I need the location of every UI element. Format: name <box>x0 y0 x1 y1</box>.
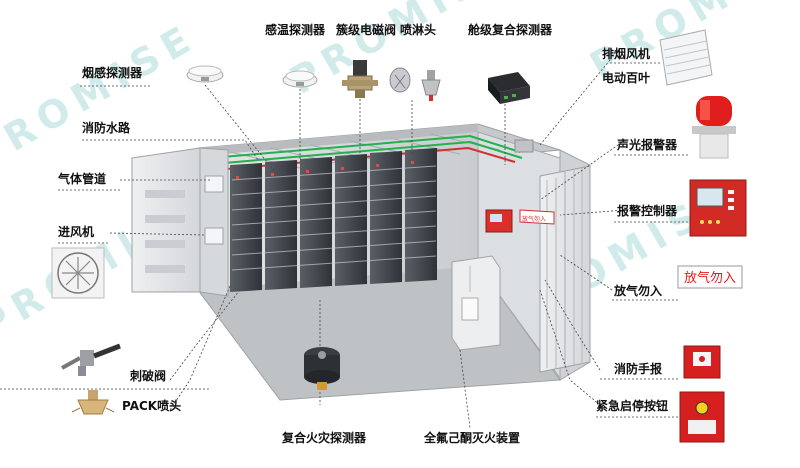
label-underlines <box>0 62 690 418</box>
temp-detector-icon <box>282 70 318 88</box>
fk5112-cabinet <box>451 255 501 351</box>
left-wall <box>199 147 229 297</box>
label-smoke-detector: 烟感探测器 <box>82 65 143 80</box>
alarm-light-icon <box>692 96 736 159</box>
label-cabin-detector: 舱级复合探测器 <box>468 22 553 37</box>
battery-racks <box>230 148 437 292</box>
label-exhaust-fan: 排烟风机 <box>602 46 650 61</box>
inner-alarm-controller <box>485 209 513 233</box>
pack-nozzle-icon <box>71 390 115 415</box>
label-pierce-valve: 刺破阀 <box>129 368 166 383</box>
manual-alarm-icon <box>683 345 721 379</box>
label-gas-release: 放气勿入 <box>613 283 662 298</box>
label-pack-nozzle: PACK喷头 <box>122 398 181 413</box>
gas-release-sign-text: 放气勿入 <box>684 270 736 286</box>
label-gas-pipe: 气体管道 <box>57 171 106 186</box>
label-intake-fan: 进风机 <box>58 224 94 239</box>
label-composite-detector: 复合火灾探测器 <box>281 430 367 445</box>
smoke-detector-icon <box>186 65 224 83</box>
left-door <box>131 147 201 293</box>
label-manual-alarm: 消防手报 <box>614 361 662 376</box>
container-exhaust <box>514 139 534 153</box>
label-sprinkler: 喷淋头 <box>400 22 436 37</box>
label-emergency-button: 紧急启停按钮 <box>596 398 668 413</box>
intake-fan-icon <box>51 247 105 299</box>
leader-lines <box>55 59 626 429</box>
composite-detector-icon <box>304 347 340 390</box>
solenoid-valve-icon <box>342 60 378 98</box>
label-fk5112-device: 全氟己酮灭火装置 <box>423 430 520 445</box>
label-alarm: 声光报警器 <box>616 137 678 152</box>
inner-sign-text: 放气勿入 <box>522 215 546 223</box>
exhaust-fan-icon <box>659 29 713 86</box>
label-temp-detector: 感温探测器 <box>265 22 326 37</box>
label-electric-louver: 电动百叶 <box>602 70 650 85</box>
label-alarm-controller: 报警控制器 <box>617 203 678 218</box>
emergency-stop-icon <box>679 391 725 443</box>
pierce-valve-icon <box>61 343 121 376</box>
alarm-controller-icon <box>689 179 747 237</box>
gas-release-sign: 放气勿入 <box>677 265 743 289</box>
sprinkler-icon <box>389 67 441 101</box>
label-fire-water: 消防水路 <box>82 120 131 135</box>
label-cluster-valve: 簇级电磁阀 <box>335 22 396 37</box>
inner-sign: 放气勿入 <box>519 209 555 225</box>
cabin-detector-icon <box>488 72 530 104</box>
labels: 烟感探测器 感温探测器 簇级电磁阀 喷淋头 舱级复合探测器 排烟风机 电动百叶 … <box>57 22 678 445</box>
